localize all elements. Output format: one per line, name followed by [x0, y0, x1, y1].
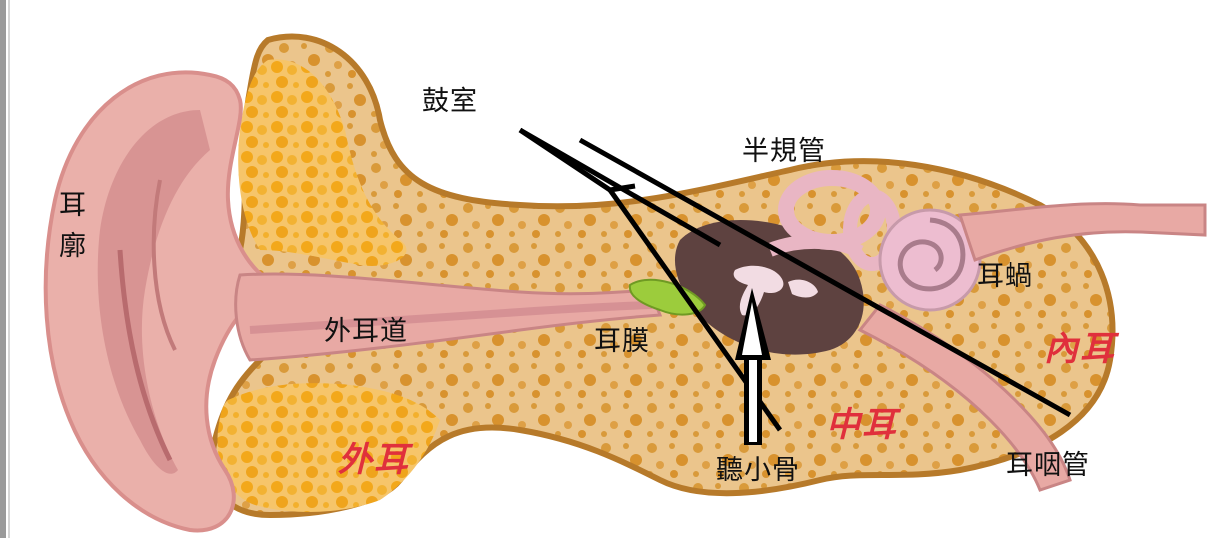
region-outer-ear: 外耳	[338, 440, 410, 480]
eardrum-shape	[628, 278, 707, 316]
ossicle-bones	[733, 265, 784, 316]
temporal-bone	[209, 33, 1116, 519]
label-eustachian-tube: 耳咽管	[1006, 450, 1090, 481]
cochlea-shape	[878, 208, 982, 312]
upper-fat-layer	[238, 59, 407, 266]
ossicle-stirrup	[788, 279, 818, 298]
label-ossicles: 聽小骨	[716, 455, 800, 486]
label-eardrum: 耳膜	[594, 326, 650, 357]
left-border-inner	[8, 0, 10, 538]
nerve-shape	[957, 202, 1207, 262]
label-tympanic-cavity: 鼓室	[422, 86, 478, 117]
pinna-helix-inner	[97, 110, 210, 474]
lower-fat-layer	[217, 383, 440, 512]
label-ear-canal: 外耳道	[324, 316, 408, 347]
label-semicircular-canals: 半規管	[742, 136, 826, 167]
ossicles-arrow	[735, 288, 771, 445]
label-pinna: 耳廓	[54, 190, 85, 272]
pinna-fold	[117, 249, 173, 462]
pinna-fold-2	[151, 179, 177, 351]
label-cochlea: 耳蝸	[977, 261, 1033, 292]
region-inner-ear: 內耳	[1044, 329, 1116, 369]
region-middle-ear: 中耳	[826, 405, 898, 445]
ear-canal-shade	[249, 301, 653, 334]
left-border	[0, 0, 6, 538]
